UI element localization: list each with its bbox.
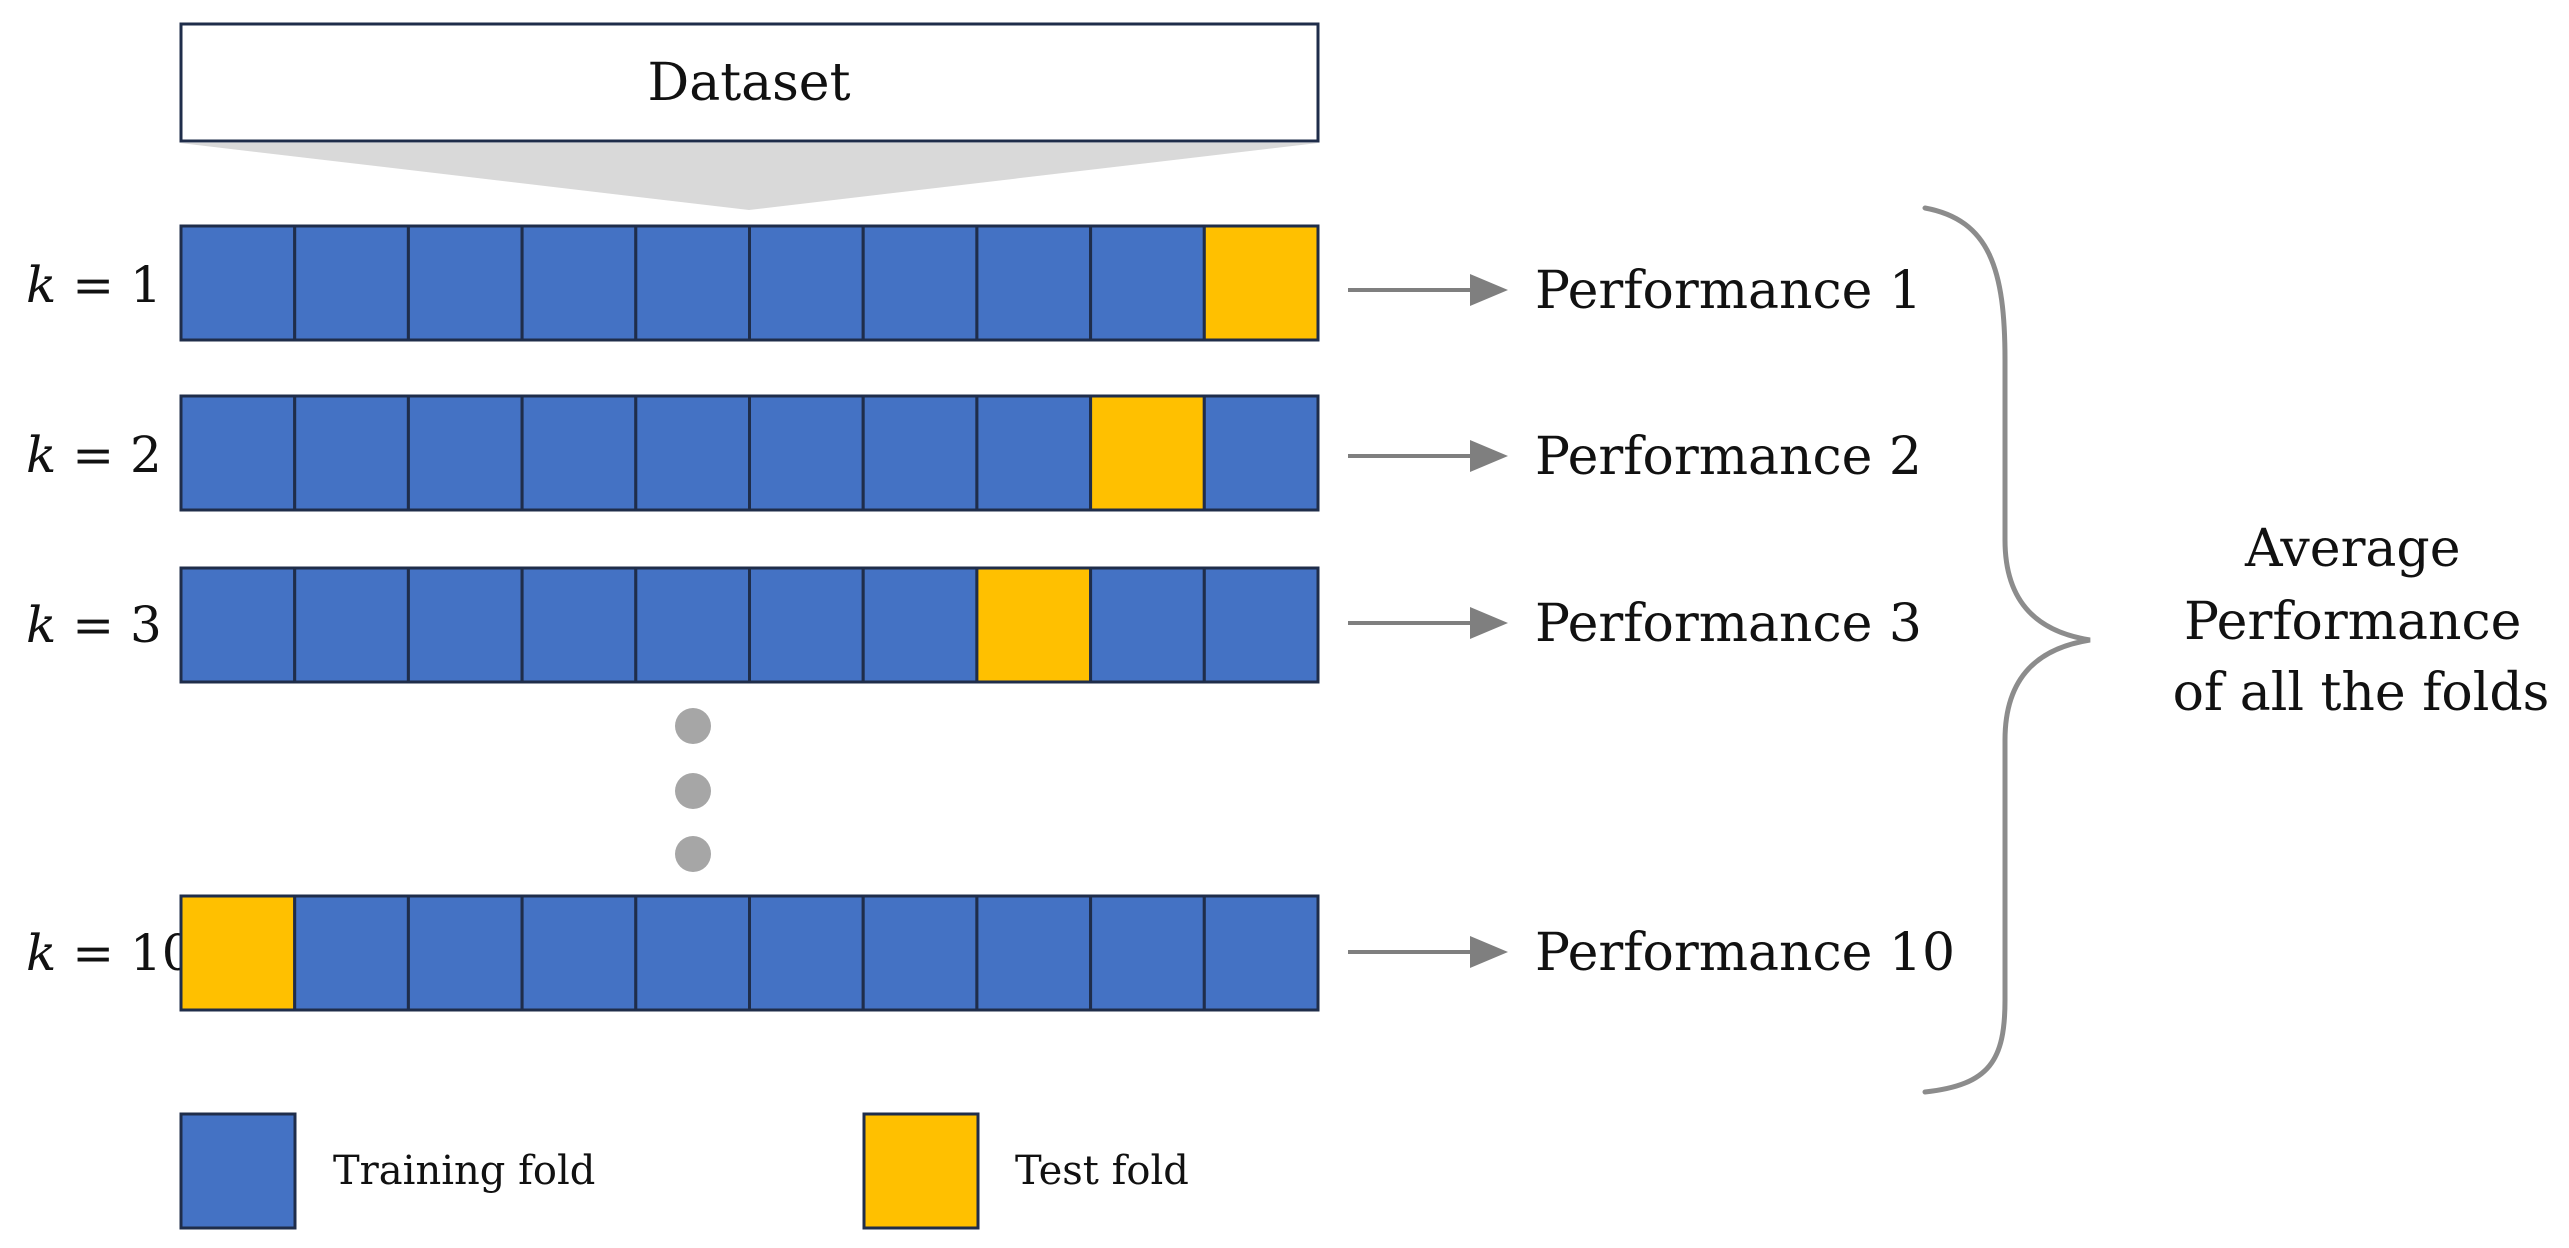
- training-fold-cell: [975, 224, 1093, 342]
- training-fold-cell: [1202, 566, 1320, 684]
- arrow-icon: [1470, 274, 1508, 306]
- training-fold-cell: [520, 894, 638, 1012]
- arrow-icon: [1470, 440, 1508, 472]
- k-value: = 1: [56, 256, 162, 314]
- k-variable: k: [26, 596, 56, 654]
- training-fold-cell: [634, 224, 751, 342]
- legend-test-label: Test fold: [1015, 1148, 1189, 1194]
- training-fold-cell: [293, 394, 410, 512]
- test-fold-cell: [179, 894, 297, 1012]
- training-fold-cell: [293, 566, 410, 684]
- fold-row: k = 3 Performance 3: [26, 566, 1922, 684]
- training-fold-cell: [1202, 894, 1320, 1012]
- legend-test-swatch: [862, 1112, 980, 1230]
- fold-row: k = 2 Performance 2: [26, 394, 1922, 512]
- summary-line: of all the folds: [2173, 663, 2550, 723]
- training-fold-cell: [406, 394, 524, 512]
- k-variable: k: [26, 924, 56, 982]
- training-fold-cell: [520, 394, 638, 512]
- training-fold-cell: [861, 224, 979, 342]
- summary-line: Performance: [2184, 592, 2521, 652]
- training-fold-cell: [634, 394, 751, 512]
- training-fold-cell: [1089, 566, 1206, 684]
- summary-line: Average: [2244, 519, 2461, 579]
- summary-text: Average Performance of all the folds: [2173, 519, 2550, 723]
- test-fold-cell: [975, 566, 1093, 684]
- arrow-icon: [1470, 936, 1508, 968]
- training-fold-cell: [748, 894, 865, 1012]
- training-fold-cell: [748, 394, 865, 512]
- k-variable: k: [26, 426, 56, 484]
- training-fold-cell: [748, 224, 865, 342]
- training-fold-cell: [293, 224, 410, 342]
- training-fold-cell: [406, 894, 524, 1012]
- arrow-icon: [1470, 607, 1508, 639]
- curly-brace: [1922, 205, 2091, 1095]
- fold-cells: [179, 224, 1320, 342]
- ellipsis-dots: [675, 708, 711, 872]
- training-fold-cell: [179, 394, 297, 512]
- training-fold-cell: [293, 894, 410, 1012]
- training-fold-cell: [634, 566, 751, 684]
- k-label: k = 2: [26, 426, 162, 484]
- fold-cells: [179, 566, 1320, 684]
- dataset-label: Dataset: [648, 53, 851, 113]
- training-fold-cell: [748, 566, 865, 684]
- legend: Training fold Test fold: [179, 1112, 1189, 1230]
- training-fold-cell: [975, 394, 1093, 512]
- fold-cells: [179, 394, 1320, 512]
- legend-training-label: Training fold: [333, 1148, 595, 1194]
- training-fold-cell: [861, 894, 979, 1012]
- performance-label: Performance 3: [1535, 594, 1922, 654]
- k-value: = 2: [56, 426, 162, 484]
- training-fold-cell: [861, 566, 979, 684]
- training-fold-cell: [861, 394, 979, 512]
- k-label: k = 1: [26, 256, 162, 314]
- ellipsis-dot: [675, 708, 711, 744]
- test-fold-cell: [1089, 394, 1206, 512]
- k-value: = 10: [56, 924, 193, 982]
- legend-training-swatch: [179, 1112, 297, 1230]
- training-fold-cell: [1089, 224, 1206, 342]
- k-label: k = 3: [26, 596, 162, 654]
- training-fold-cell: [1089, 894, 1206, 1012]
- dataset-box: [179, 22, 1320, 143]
- training-fold-cell: [406, 224, 524, 342]
- training-fold-cell: [179, 224, 297, 342]
- fold-row: k = 1 Performance 1: [26, 224, 1922, 342]
- ellipsis-dot: [675, 836, 711, 872]
- fold-row: k = 10 Performance 10: [26, 894, 1955, 1012]
- k-variable: k: [26, 256, 56, 314]
- training-fold-cell: [634, 894, 751, 1012]
- training-fold-cell: [520, 224, 638, 342]
- performance-label: Performance 1: [1535, 261, 1922, 321]
- fold-cells: [179, 894, 1320, 1012]
- k-value: = 3: [56, 596, 162, 654]
- training-fold-cell: [406, 566, 524, 684]
- dataset-header: Dataset: [179, 22, 1320, 210]
- test-fold-cell: [1202, 224, 1320, 342]
- performance-label: Performance 2: [1535, 427, 1922, 487]
- training-fold-cell: [1202, 394, 1320, 512]
- training-fold-cell: [179, 566, 297, 684]
- ellipsis-dot: [675, 773, 711, 809]
- training-fold-cell: [520, 566, 638, 684]
- performance-label: Performance 10: [1535, 923, 1955, 983]
- k-label: k = 10: [26, 924, 194, 982]
- dataset-funnel: [180, 143, 1318, 210]
- training-fold-cell: [975, 894, 1093, 1012]
